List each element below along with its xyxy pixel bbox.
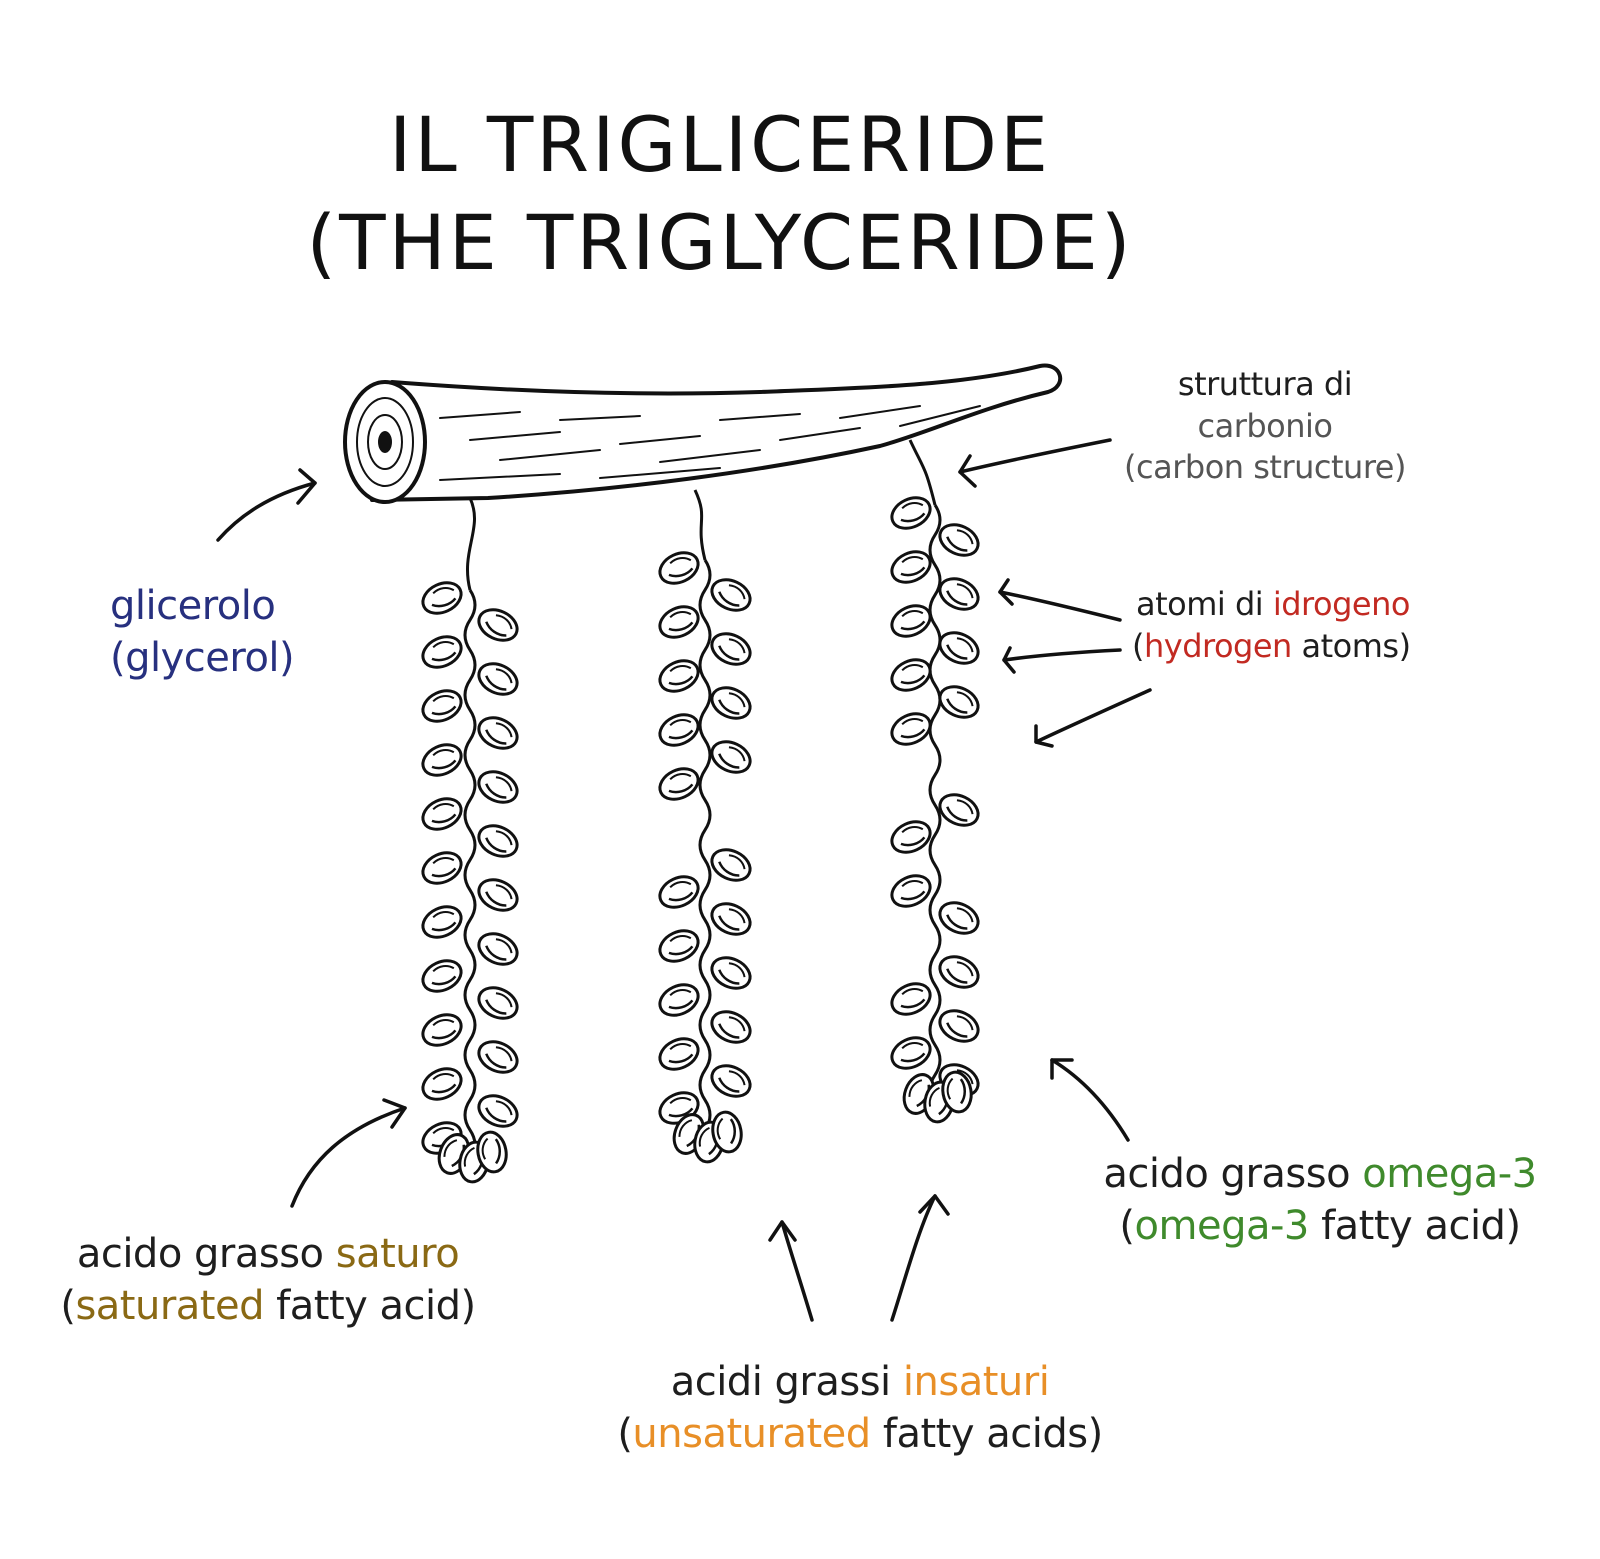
- unsaturated-chain: [658, 489, 752, 1164]
- page-title: IL TRIGLICERIDE: [388, 100, 1052, 189]
- arrow-unsaturated-1: [768, 1220, 814, 1322]
- label-hydrogen-english: (hydrogen atoms): [1132, 626, 1411, 668]
- label-hydrogen: atomi di idrogeno (hydrogen atoms): [1132, 584, 1411, 667]
- label-unsaturated-en-b: unsaturated: [632, 1411, 871, 1457]
- label-omega3-en-a: (: [1119, 1203, 1135, 1249]
- label-saturated-en-a: (: [60, 1283, 76, 1329]
- label-hydrogen-en-a: (: [1132, 626, 1144, 665]
- label-omega3-english: (omega-3 fatty acid): [1070, 1200, 1570, 1252]
- label-glycerol: glicerolo (glycerol): [110, 580, 295, 684]
- arrow-saturated: [290, 1098, 407, 1208]
- label-hydrogen-italian: atomi di idrogeno: [1136, 584, 1411, 626]
- arrow-hydrogen-1: [998, 578, 1122, 622]
- label-omega3-it-b: omega-3: [1362, 1151, 1537, 1197]
- label-carbon-structure: struttura di carbonio (carbon structure): [1075, 364, 1455, 489]
- label-unsaturated-it-a: acidi grassi: [670, 1359, 903, 1405]
- label-unsaturated-en-c: fatty acids): [870, 1411, 1103, 1457]
- label-omega3-it-a: acido grasso: [1103, 1151, 1363, 1197]
- arrow-glycerol: [216, 468, 317, 542]
- label-omega3-en-c: fatty acid): [1308, 1203, 1521, 1249]
- label-hydrogen-it-b: idrogeno: [1272, 585, 1411, 623]
- label-saturated-en-b: saturated: [75, 1283, 264, 1329]
- arrow-carbon: [958, 438, 1112, 488]
- label-saturated-english: (saturated fatty acid): [28, 1280, 508, 1332]
- label-saturated-en-c: fatty acid): [263, 1283, 476, 1329]
- label-unsaturated-it-b: insaturi: [902, 1359, 1050, 1405]
- label-hydrogen-en-c: atoms): [1291, 626, 1412, 665]
- label-hydrogen-it-a: atomi di: [1136, 585, 1273, 623]
- arrow-omega3: [1050, 1058, 1130, 1142]
- glycerol-log: [343, 363, 1063, 504]
- label-glycerol-english: (glycerol): [110, 635, 295, 681]
- label-carbon-line2: carbonio: [1197, 406, 1334, 445]
- label-unsaturated-english: (unsaturated fatty acids): [575, 1408, 1145, 1460]
- arrow-unsaturated-2: [890, 1194, 950, 1322]
- fatty-acid-chains: [421, 439, 980, 1184]
- arrow-hydrogen-3: [1034, 688, 1152, 748]
- label-omega3-italian: acido grasso omega-3: [1070, 1148, 1570, 1200]
- arrow-hydrogen-2: [1002, 646, 1122, 674]
- omega3-chain: [890, 439, 980, 1124]
- label-hydrogen-en-b: hydrogen: [1143, 626, 1292, 665]
- label-carbon-line1: struttura di: [1177, 365, 1353, 403]
- label-unsaturated: acidi grassi insaturi (unsaturated fatty…: [575, 1356, 1145, 1460]
- label-saturated-italian: acido grasso saturo: [28, 1228, 508, 1280]
- label-unsaturated-italian: acidi grassi insaturi: [575, 1356, 1145, 1408]
- label-glycerol-italian: glicerolo: [110, 583, 276, 629]
- label-saturated: acido grasso saturo (saturated fatty aci…: [28, 1228, 508, 1332]
- label-saturated-it-b: saturo: [335, 1231, 460, 1277]
- label-saturated-it-a: acido grasso: [76, 1231, 336, 1277]
- saturated-chain: [421, 497, 519, 1184]
- label-omega3-en-b: omega-3: [1134, 1203, 1310, 1249]
- label-unsaturated-en-a: (: [617, 1411, 633, 1457]
- page-subtitle: (THE TRIGLYCERIDE): [306, 198, 1134, 287]
- label-omega3: acido grasso omega-3 (omega-3 fatty acid…: [1070, 1148, 1570, 1252]
- label-carbon-line3: (carbon structure): [1124, 448, 1406, 487]
